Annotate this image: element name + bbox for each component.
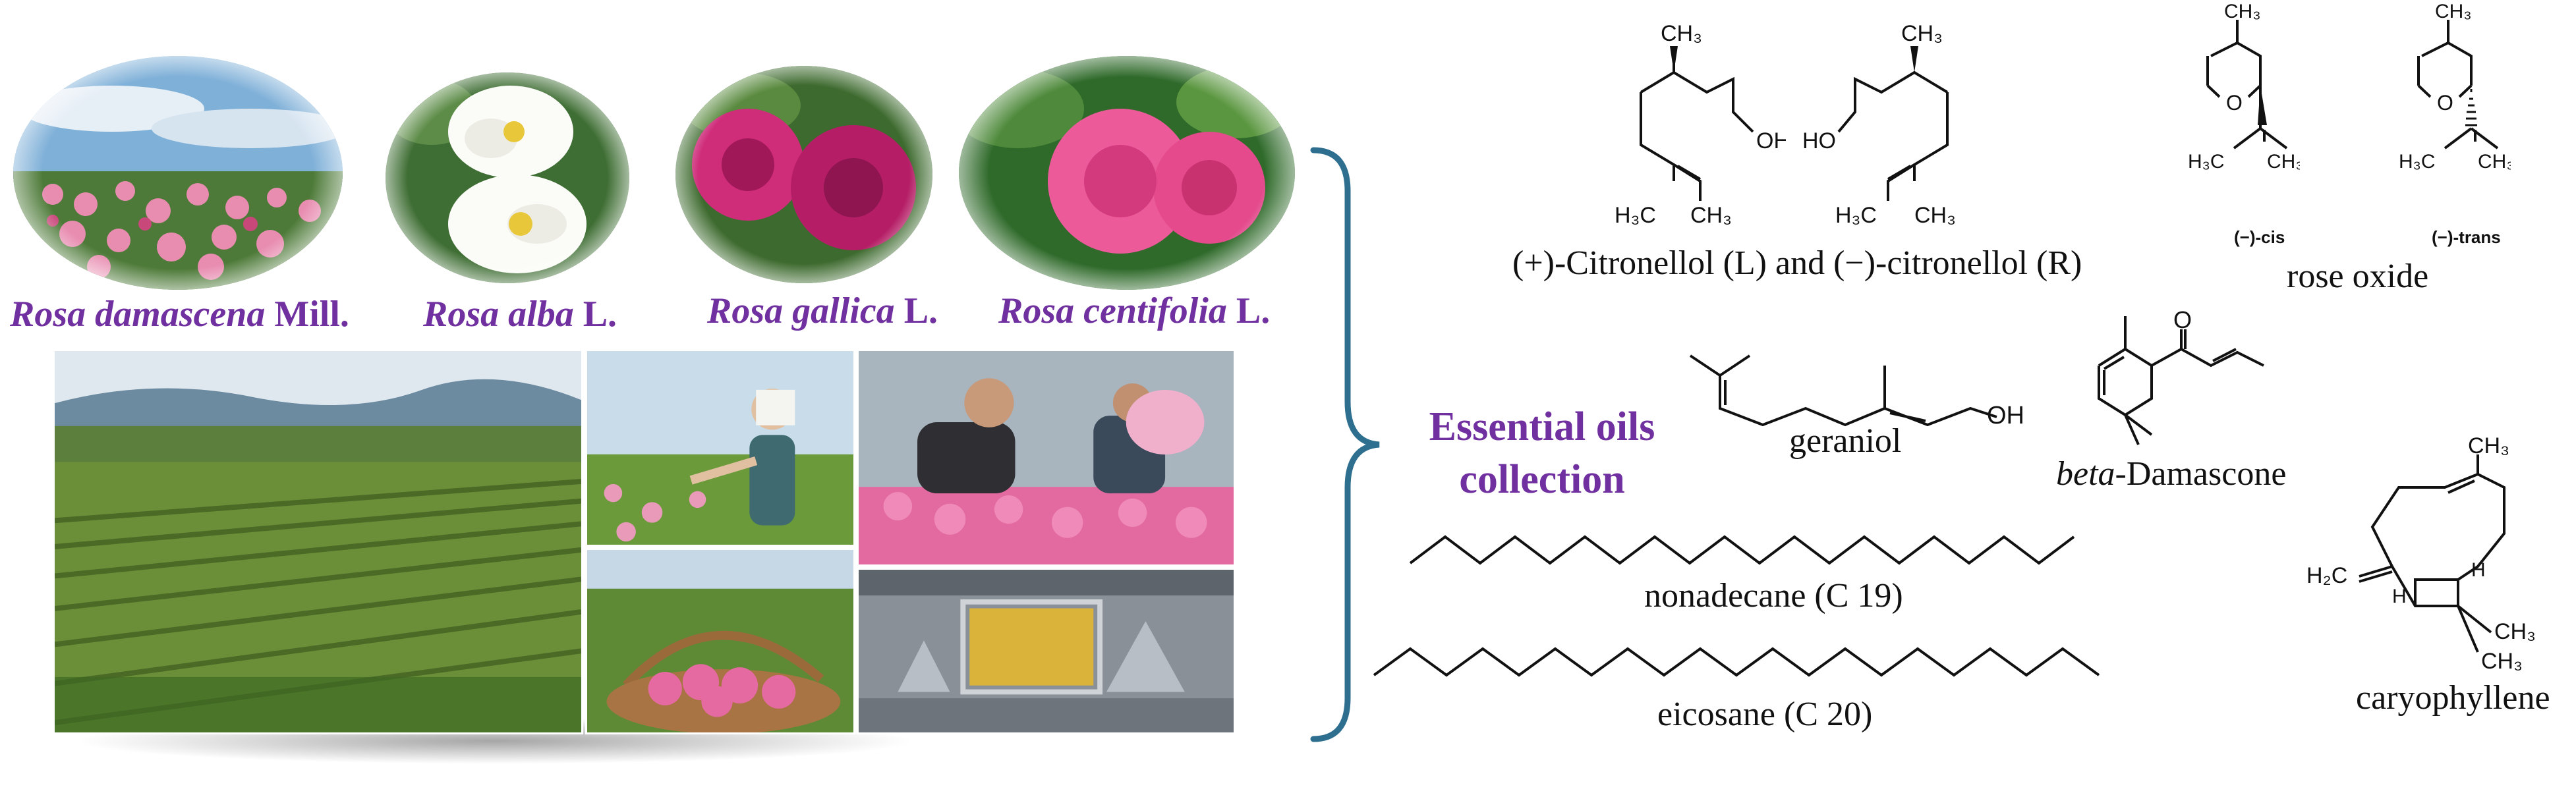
citronellol-minus-ch3-top: CH₃ bbox=[1901, 21, 1943, 46]
rose-oxide-cis-oxygen: O bbox=[2226, 91, 2243, 115]
damascone-oxygen: O bbox=[2173, 306, 2192, 333]
rose-field-photo bbox=[53, 349, 583, 734]
rose-oxide-trans-oxygen: O bbox=[2437, 91, 2453, 115]
rose-oxide-trans-h3c: H₃C bbox=[2399, 151, 2436, 173]
beta-damascone-label: beta-Damascone bbox=[2056, 455, 2287, 493]
rosa-centifolia-photo bbox=[959, 56, 1295, 290]
nonadecane-label: nonadecane (C 19) bbox=[1644, 577, 1903, 615]
eicosane-structure bbox=[1373, 647, 2100, 677]
species-label-centifolia: Rosa centifolia L. bbox=[998, 290, 1271, 331]
rose-oxide-cis-label: (−)-cis bbox=[2234, 227, 2285, 247]
distillery-photo bbox=[857, 568, 1236, 734]
rosa-damascena-photo bbox=[13, 56, 343, 290]
caryophyllene-h-left: H bbox=[2392, 586, 2407, 607]
geraniol-oh: OH bbox=[1987, 402, 2023, 429]
essential-oils-collection-label: Essential oils collection bbox=[1400, 400, 1684, 506]
caryophyllene-ch3-a: CH₃ bbox=[2494, 619, 2536, 644]
eicosane-label: eicosane (C 20) bbox=[1657, 696, 1873, 733]
essential-oils-line1: Essential oils bbox=[1429, 404, 1655, 449]
rose-oxide-cis-ch3: CH₃ bbox=[2267, 151, 2300, 173]
rose-oxide-trans-ch3-top: CH₃ bbox=[2435, 3, 2472, 22]
rose-oxide-trans-label: (−)-trans bbox=[2432, 227, 2501, 247]
citronellol-ch3-top: CH₃ bbox=[1661, 21, 1702, 46]
rose-oxide-cis-ch3-top: CH₃ bbox=[2224, 3, 2261, 22]
essential-oils-line2: collection bbox=[1459, 457, 1625, 502]
processing-photo bbox=[857, 349, 1236, 566]
caryophyllene-label: caryophyllene bbox=[2356, 679, 2550, 717]
picker-photo bbox=[585, 349, 855, 547]
beta-damascone-structure: O bbox=[2098, 306, 2264, 445]
curly-brace bbox=[1310, 147, 1380, 742]
rose-oxide-label: rose oxide bbox=[2287, 258, 2429, 295]
caryophyllene-ch3-top: CH₃ bbox=[2468, 435, 2509, 458]
rosa-alba-photo bbox=[386, 72, 629, 283]
rose-oxide-cis-h3c: H₃C bbox=[2188, 151, 2225, 173]
geraniol-structure: OH bbox=[1689, 354, 2023, 429]
rose-oxide-trans-structure: O CH₃ H₃C CH₃ bbox=[2399, 3, 2511, 173]
caryophyllene-h-right: H bbox=[2471, 559, 2486, 581]
species-label-alba: Rosa alba L. bbox=[423, 294, 617, 335]
citronellol-minus-ch3-bottom: CH₃ bbox=[1914, 203, 1956, 227]
geraniol-label: geraniol bbox=[1789, 422, 1902, 460]
caryophyllene-structure: CH₃ H₂C H H CH₃ CH₃ bbox=[2306, 435, 2536, 674]
citronellol-minus-h3c: H₃C bbox=[1835, 203, 1877, 227]
citronellol-minus-structure: CH₃ HO H₃C CH₃ bbox=[1802, 21, 1956, 227]
caryophyllene-h2c: H₂C bbox=[2306, 563, 2347, 588]
citronellol-oh: OH bbox=[1756, 128, 1786, 153]
species-label-gallica: Rosa gallica L. bbox=[707, 290, 938, 331]
rose-oxide-cis-structure: O CH₃ H₃C CH₃ bbox=[2188, 3, 2300, 173]
caryophyllene-ch3-b: CH₃ bbox=[2481, 649, 2523, 674]
citronellol-plus-structure: CH₃ OH H₃C CH₃ bbox=[1615, 21, 1786, 227]
species-label-damascena: Rosa damascena Mill. bbox=[10, 294, 349, 335]
citronellol-ch3-bottom: CH₃ bbox=[1690, 203, 1732, 227]
citronellol-h3c: H₃C bbox=[1615, 203, 1656, 227]
nonadecane-structure bbox=[1409, 535, 2075, 565]
citronellol-label: (+)-Citronellol (L) and (−)-citronellol … bbox=[1512, 244, 2082, 282]
rose-oxide-trans-ch3: CH₃ bbox=[2478, 151, 2511, 173]
rosa-gallica-photo bbox=[675, 66, 932, 283]
basket-photo bbox=[585, 548, 855, 734]
citronellol-minus-ho: HO bbox=[1802, 128, 1836, 153]
